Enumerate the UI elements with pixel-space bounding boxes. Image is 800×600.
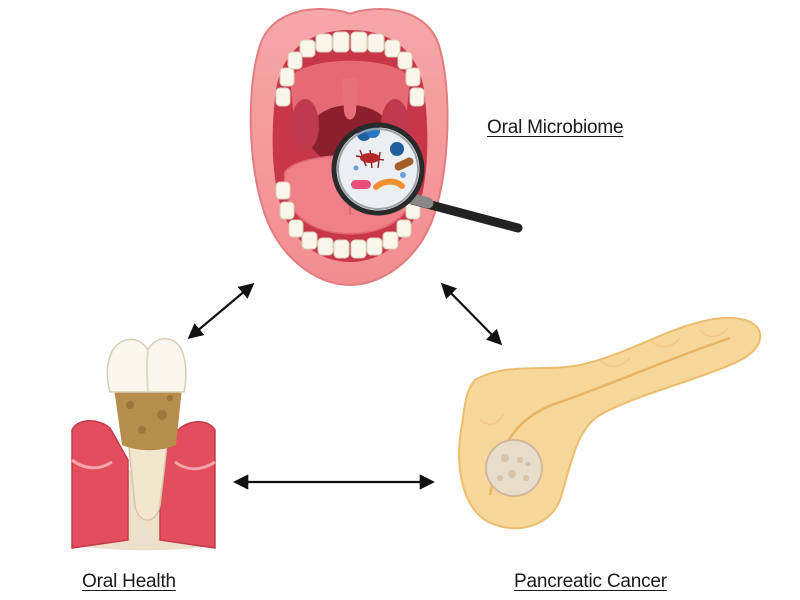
pancreas-illustration — [458, 317, 762, 530]
oral-microbiome-label: Oral Microbiome — [487, 117, 624, 138]
arrow-mouth-tooth — [187, 283, 255, 339]
tooth-illustration — [71, 338, 216, 551]
upper-teeth — [275, 31, 425, 107]
tumor — [485, 439, 543, 497]
tonsil-left — [291, 99, 319, 151]
inflamed-gum — [71, 420, 129, 549]
uvula — [342, 78, 358, 120]
lower-teeth — [275, 181, 421, 259]
magnifying-glass-icon — [331, 122, 523, 233]
pancreas — [458, 317, 762, 530]
microbes-cluster — [334, 125, 422, 213]
oral-health-label: Oral Health — [82, 571, 176, 592]
pancreatic-cancer-label: Pancreatic Cancer — [514, 571, 667, 592]
arrow-mouth-pancreas — [440, 282, 503, 346]
